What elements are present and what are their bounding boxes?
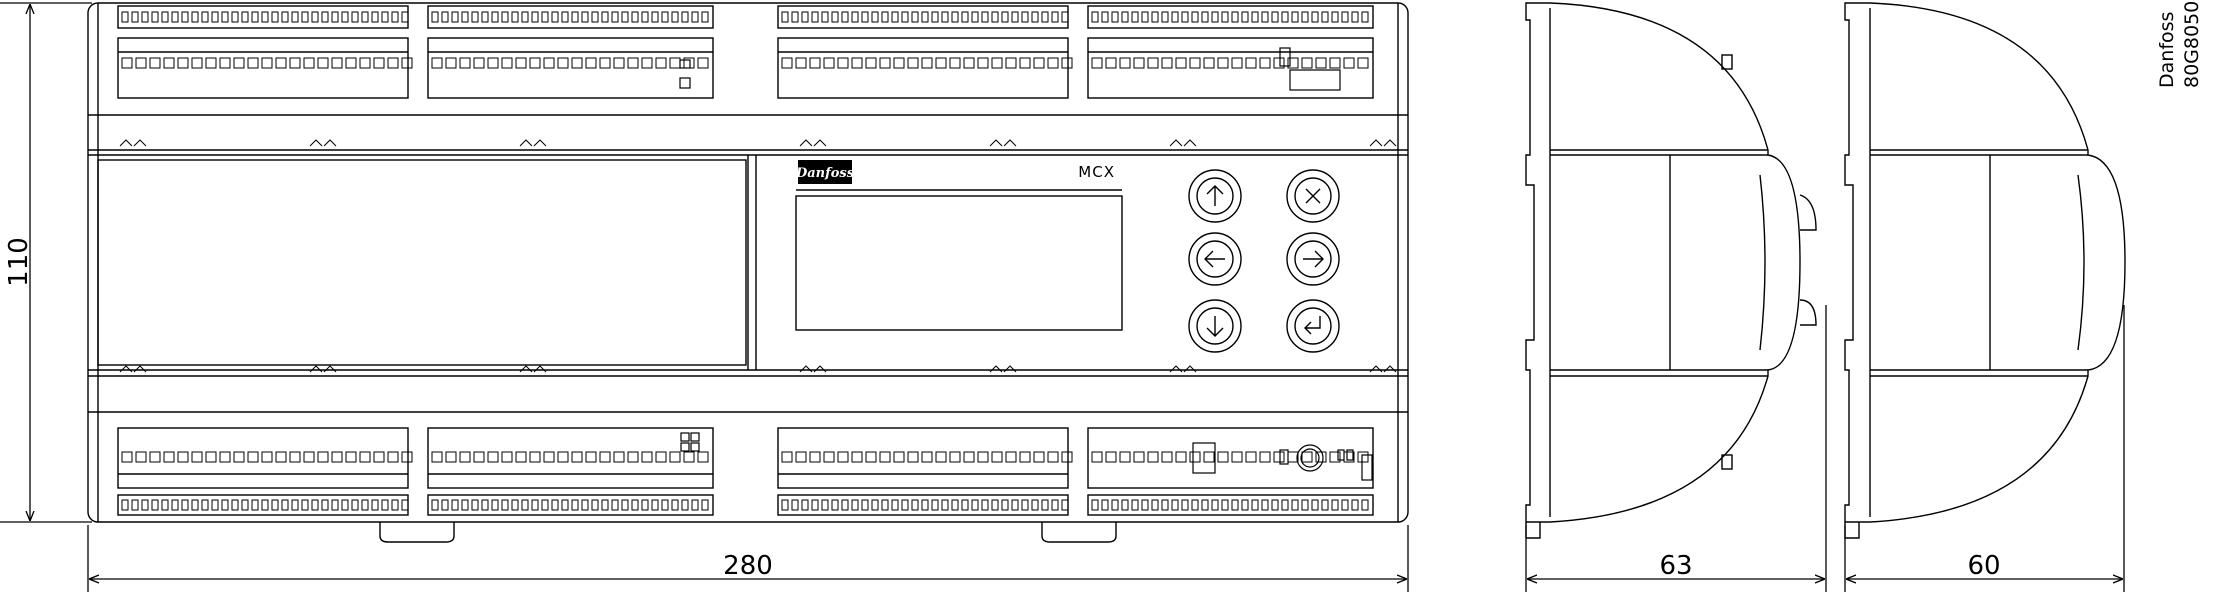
depth-dimension-1-label: 63 xyxy=(1659,551,1692,581)
front-view xyxy=(87,2,1409,543)
bottom-connector-2 xyxy=(427,494,714,516)
din-clip-right xyxy=(1041,522,1117,543)
key-cancel[interactable] xyxy=(1286,169,1340,223)
drawing-code-line1: Danfoss xyxy=(2156,12,2178,88)
side-view-1 xyxy=(1525,2,1817,539)
depth-dimension-2 xyxy=(1844,305,2125,592)
depth-dimension-2-label: 60 xyxy=(1967,551,2000,581)
brand-logo-text: Danfoss xyxy=(795,166,855,181)
left-arrow-icon xyxy=(1204,250,1225,268)
blank-cover xyxy=(97,159,747,366)
lcd-display xyxy=(795,195,1123,331)
controller-housing xyxy=(87,2,1409,523)
width-dimension xyxy=(87,525,1409,592)
key-right[interactable] xyxy=(1286,232,1340,286)
top-connector-4 xyxy=(1087,5,1374,29)
keypad xyxy=(1188,169,1340,353)
depth-dimension-1 xyxy=(1525,305,1827,592)
top-connector-2 xyxy=(427,5,714,29)
height-dimension-label: 110 xyxy=(4,237,34,287)
key-up[interactable] xyxy=(1188,169,1242,223)
width-dimension-label: 280 xyxy=(723,551,773,581)
drawing-code-line2: 80G8050.01 xyxy=(2181,0,2203,88)
side-view-2-outline xyxy=(1844,2,2126,523)
enter-return-icon xyxy=(1304,316,1321,335)
key-left[interactable] xyxy=(1188,232,1242,286)
key-down[interactable] xyxy=(1188,299,1242,353)
up-arrow-icon xyxy=(1206,185,1224,206)
board-components xyxy=(679,47,1373,481)
cancel-x-icon xyxy=(1305,188,1321,204)
key-enter[interactable] xyxy=(1286,299,1340,353)
model-label: MCX xyxy=(1078,163,1115,181)
terminal-teeth xyxy=(119,11,1397,511)
danfoss-logo: Danfoss xyxy=(795,160,855,184)
down-arrow-icon xyxy=(1206,316,1224,337)
side-view-1-outline xyxy=(1525,2,1801,523)
bottom-connector-4 xyxy=(1087,494,1374,516)
height-dimension xyxy=(0,2,92,523)
right-arrow-icon xyxy=(1303,250,1324,268)
din-clip-left xyxy=(379,522,455,543)
side-view-2 xyxy=(1844,2,2126,539)
